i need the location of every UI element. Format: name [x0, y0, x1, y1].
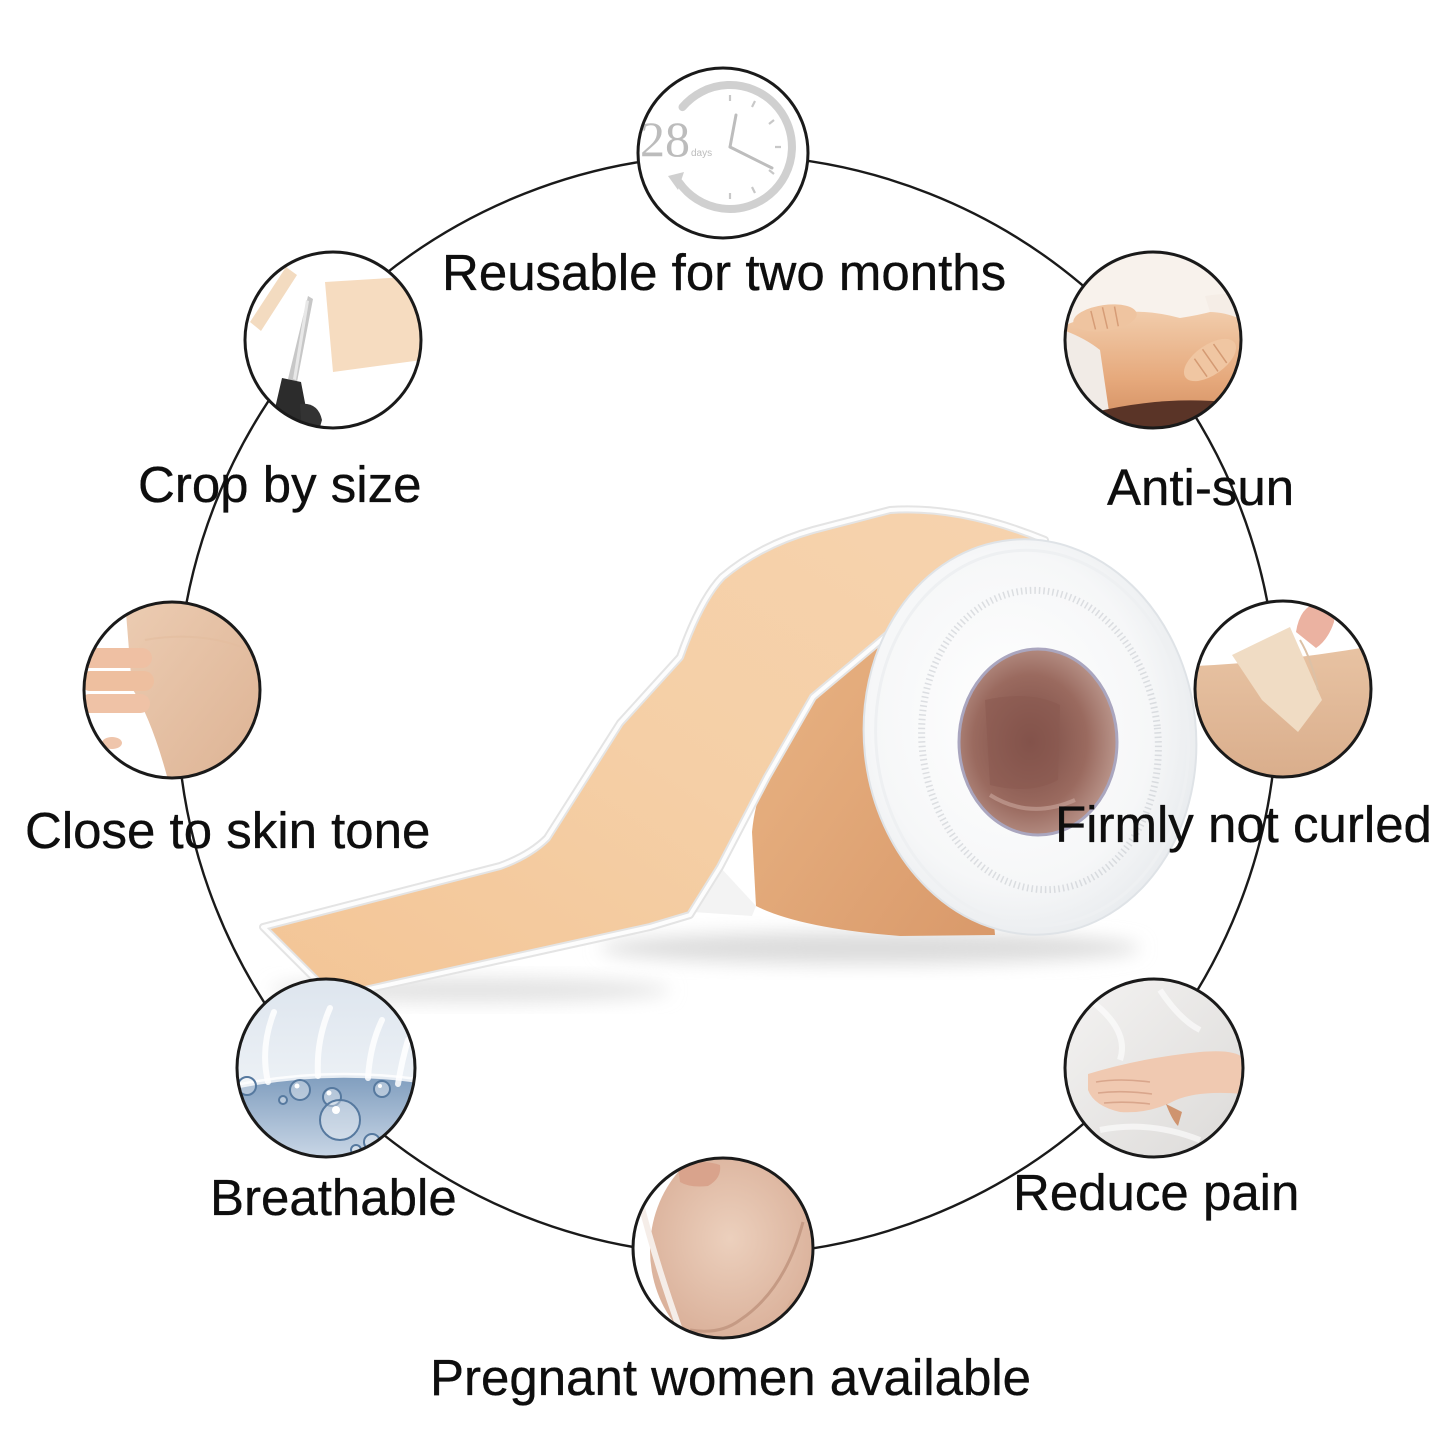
tape-on-hand-icon: [1193, 599, 1373, 779]
hand-on-back-icon: [1063, 977, 1245, 1159]
breathable-water-bubbles-icon: [235, 977, 417, 1159]
feature-label-crop-by-size: Crop by size: [138, 456, 422, 513]
feature-label-breathable: Breathable: [210, 1169, 457, 1226]
feature-label-anti-sun: Anti-sun: [1107, 459, 1295, 516]
clock-unit: days: [691, 148, 712, 159]
feature-label-skin-tone: Close to skin tone: [25, 802, 431, 859]
skin-tone-patch-icon: [82, 600, 262, 780]
feature-label-firmly-not-curled: Firmly not curled: [1055, 796, 1432, 853]
clock-number: 28: [640, 111, 690, 167]
feature-label-reduce-pain: Reduce pain: [1013, 1164, 1300, 1221]
clock-28-days-icon: 28 days: [636, 66, 810, 240]
sun-exposed-back-icon: [1063, 250, 1243, 430]
pregnant-belly-icon: [631, 1156, 815, 1340]
scissors-cutting-tape-icon: [243, 250, 423, 430]
feature-label-reusable: Reusable for two months: [442, 244, 1007, 301]
feature-label-pregnant-women: Pregnant women available: [430, 1349, 1032, 1406]
silicone-tape-roll-image: [259, 505, 1198, 1002]
